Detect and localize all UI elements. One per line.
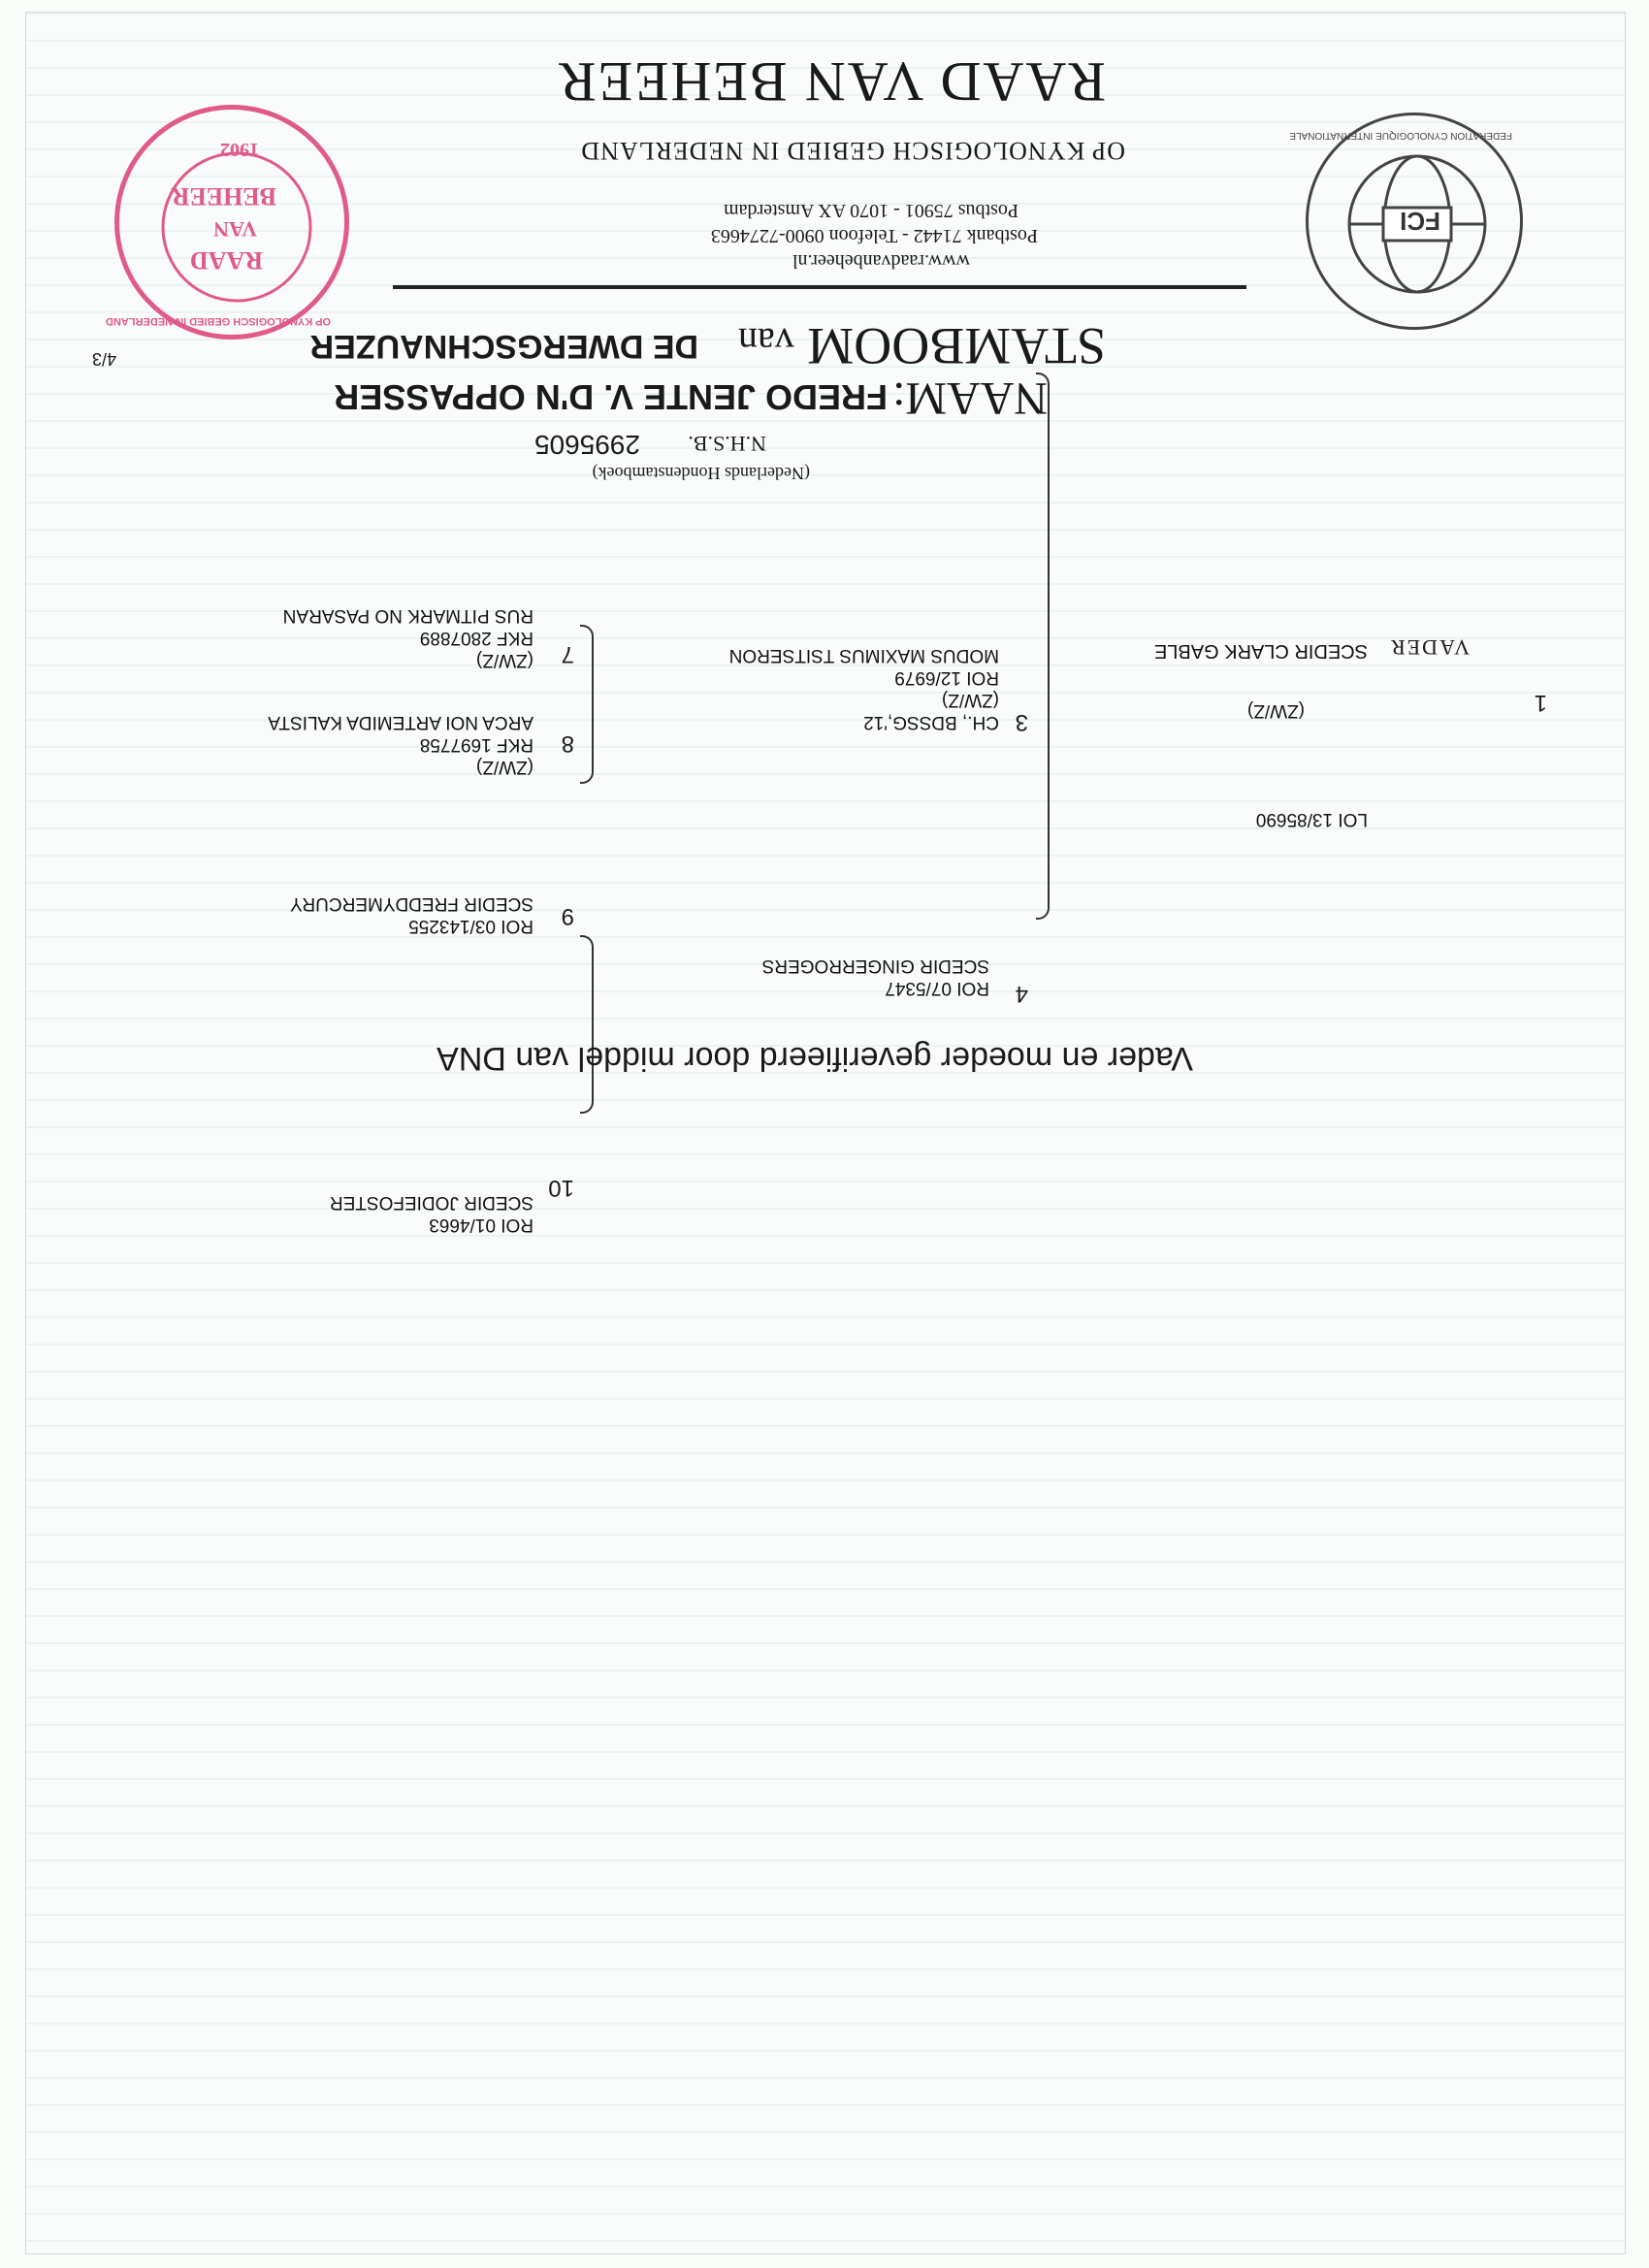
vader-color: (ZW/Z)	[1246, 700, 1305, 721]
stamp-line-3: BEHEER	[171, 182, 276, 211]
ggp-8-line-1: ARCA NOI ARTEMIDA KALISTA	[268, 712, 534, 732]
gp-3-line-2: ROI 12/6979	[894, 667, 999, 688]
ggp-7-line-1: RUS PITMARK NO PASARAN	[282, 605, 534, 626]
vader-name: SCEDIR CLARK GABLE	[1153, 640, 1368, 662]
ggp-7-number: 7	[561, 641, 574, 667]
stamp-ring-text: OP KYNOLOGISCH GEBIED IN NEDERLAND	[105, 315, 331, 327]
ggp-8-line-2: RKF 1697758	[419, 734, 534, 755]
website: www.raadvanbeheer.nl	[792, 250, 970, 272]
header-rule	[393, 285, 1246, 289]
ggp-8-entry: ARCA NOI ARTEMIDA KALISTA RKF 1697758 (Z…	[268, 711, 534, 784]
fci-globe-icon	[1347, 154, 1487, 294]
dog-reg-number: 2995605	[534, 430, 640, 460]
ggp-10-entry: SCEDIR JODIEFOSTER ROI 01/4663	[330, 1191, 534, 1240]
raad-van-beheer-stamp: RAAD VAN BEHEER 1902 OP KYNOLOGISCH GEBI…	[106, 105, 349, 340]
ggp-7-line-3: (ZW/Z)	[475, 650, 534, 670]
gp-3-line-3: (ZW/Z)	[941, 690, 999, 710]
ggp-9-entry: SCEDIR FREDDYMERCURY ROI 03/143255	[290, 892, 534, 941]
ggp-10-line-1: SCEDIR JODIEFOSTER	[329, 1192, 534, 1213]
breed-name: DE DWERGSCHNAUZER	[309, 328, 698, 365]
address-line-2: Postbank 71442 - Telefoon 0900-7274663	[710, 225, 1038, 246]
gp-4-number: 4	[1015, 981, 1028, 1007]
address-line-1: Postbus 75901 - 1070 AX Amsterdam	[724, 200, 1018, 221]
org-title: RAAD VAN BEHEER	[556, 50, 1106, 113]
stamp-year: 1902	[220, 139, 259, 160]
ggp-8-line-3: (ZW/Z)	[475, 757, 534, 777]
fci-label: FCI	[1400, 207, 1440, 236]
naam-label: NAAM:	[891, 373, 1048, 424]
org-subtitle: OP KYNOLOGISCH GEBIED IN NEDERLAND	[580, 137, 1125, 165]
vader-brace	[1036, 373, 1050, 920]
gp-3-entry: MODUS MAXIMUS TSITSERON ROI 12/6979 (ZW/…	[729, 644, 999, 741]
vader-number: 1	[1534, 690, 1547, 716]
gp-4-line-2: ROI 07/5347	[885, 978, 989, 998]
stamp-svg	[161, 151, 312, 303]
ggp-7-entry: RUS PITMARK NO PASARAN RKF 2807889 (ZW/Z…	[283, 604, 534, 677]
ggp-9-line-1: SCEDIR FREDDYMERCURY	[290, 893, 534, 914]
ggp-9-line-2: ROI 03/143255	[408, 916, 534, 936]
fci-emblem: FCI FEDERATION CYNOLOGIQUE INTERNATIONAL…	[1289, 113, 1523, 330]
gp-3-line-1: MODUS MAXIMUS TSITSERON	[728, 645, 999, 665]
vader-reg: LOI 13/85690	[1255, 809, 1368, 829]
gp-4-entry: SCEDIR GINGERROGERS ROI 07/5347	[762, 955, 989, 1003]
gp-3-brace	[580, 625, 594, 784]
title-word-2: van	[738, 320, 794, 364]
stamp-line-2: VAN	[213, 217, 257, 242]
vader-label: VADER	[1389, 635, 1470, 660]
ggp-10-number: 10	[548, 1175, 574, 1201]
dna-note: Vader en moeder geverifieerd door middel…	[436, 1040, 1193, 1077]
ggp-10-line-2: ROI 01/4663	[429, 1215, 534, 1235]
title-word-1: STAMBOOM	[807, 317, 1106, 375]
dog-reg-note: (Nederlands Hondenstamboek)	[592, 464, 810, 483]
gp-3-line-4: CH., BDSSG,'12	[863, 712, 999, 732]
page-number: 4/3	[91, 349, 116, 369]
fci-ring-text: FEDERATION CYNOLOGIQUE INTERNATIONALE	[1289, 130, 1512, 141]
gp-3-number: 3	[1015, 709, 1028, 735]
dog-reg-label: N.H.S.B.	[688, 432, 766, 456]
gp-4-brace	[580, 935, 594, 1114]
dog-name: FREDO JENTE V. D'N OPPASSER	[334, 377, 888, 417]
ggp-8-number: 8	[561, 730, 574, 757]
stamboom-title: STAMBOOM van	[738, 316, 1106, 376]
stamp-line-1: RAAD	[189, 246, 263, 275]
gp-4-line-1: SCEDIR GINGERROGERS	[761, 956, 989, 976]
ggp-9-number: 9	[561, 903, 574, 929]
ggp-7-line-2: RKF 2807889	[419, 628, 534, 648]
